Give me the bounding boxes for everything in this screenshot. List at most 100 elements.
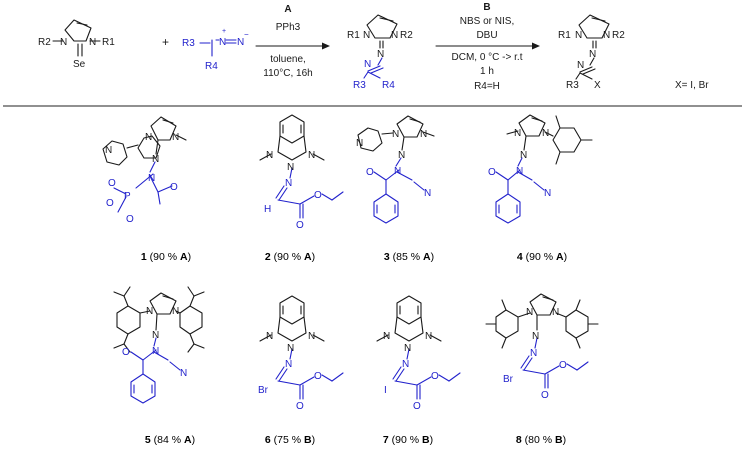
product-n1: N	[575, 30, 582, 41]
compound-6-n4: N	[285, 359, 292, 370]
compound-8-structure: N N N N Br O O	[485, 293, 599, 401]
compound-1-p: P	[124, 191, 131, 202]
compound-2-n1: N	[266, 150, 273, 161]
compound-1-o1: O	[108, 178, 116, 189]
step-b-base: DBU	[476, 30, 497, 41]
halogen-note: X= I, Br	[675, 80, 709, 91]
reagent2-r4-label: R4	[205, 61, 218, 72]
compound-8-caption: 8 (80 % B)	[516, 434, 566, 446]
compound-2-h: H	[264, 204, 271, 215]
compound-3-n-nitrile: N	[424, 188, 431, 199]
step-b-solvent: DCM, 0 °C -> r.t	[452, 52, 523, 63]
compound-1-structure: N N N N N P O O O O	[102, 116, 187, 225]
compound-4-n-nitrile: N	[544, 188, 551, 199]
compound-7-n3: N	[404, 343, 411, 354]
compound-6-n2: N	[308, 331, 315, 342]
compound-6-caption: 6 (75 % B)	[265, 434, 315, 446]
plus-sign: +	[162, 35, 169, 49]
compound-1-n-pyridine: N	[105, 145, 112, 156]
compound-7-caption: 7 (90 % B)	[383, 434, 433, 446]
compound-4-n1: N	[514, 128, 521, 139]
compound-1-n4: N	[148, 173, 155, 184]
compound-2-o1: O	[296, 220, 304, 231]
compound-2-n2: N	[308, 150, 315, 161]
compound-8-n3: N	[532, 331, 539, 342]
compound-6-structure: N N N N Br O O	[258, 295, 344, 412]
intermediate-n2: N	[391, 30, 398, 41]
product-n3: N	[589, 49, 596, 60]
compound-1-n1: N	[145, 132, 152, 143]
compound-5-structure: N N N N O N	[113, 286, 205, 404]
compound-4-n3: N	[520, 150, 527, 161]
compound-6-n1: N	[266, 331, 273, 342]
compound-3-structure: N N N N N O N	[356, 115, 435, 224]
compound-4-structure: N N N N O N	[488, 114, 593, 224]
compound-2-structure: N N N N H O O	[259, 114, 344, 231]
compound-8-o1: O	[541, 390, 549, 401]
product-x-label: X	[594, 80, 601, 91]
product-r2-label: R2	[612, 30, 625, 41]
compound-7-i: I	[384, 385, 387, 396]
compound-8-o2: O	[559, 360, 567, 371]
step-b-condition: R4=H	[474, 81, 500, 92]
compound-8-br: Br	[503, 374, 514, 385]
compound-5-n-nitrile: N	[180, 368, 187, 379]
intermediate-n1: N	[363, 30, 370, 41]
arrow-step-a: A PPh3 toluene, 110°C, 16h	[255, 4, 330, 79]
compound-1-n3: N	[152, 154, 159, 165]
reagent1-n1-label: N	[60, 37, 67, 48]
intermediate-r1-label: R1	[347, 30, 360, 41]
compound-1-o2: O	[126, 214, 134, 225]
step-a-conditions: 110°C, 16h	[263, 68, 312, 79]
diazo-reagent: R3 N + N − R4	[182, 28, 249, 72]
compound-5-n2: N	[172, 306, 179, 317]
compound-7-o1: O	[413, 401, 421, 412]
selenone-reagent: R2 N N R1 Se	[38, 19, 115, 70]
compound-7-o2: O	[431, 371, 439, 382]
intermediate-n3: N	[377, 49, 384, 60]
compound-3-n1: N	[392, 129, 399, 140]
compound-7-n4: N	[402, 359, 409, 370]
compound-1-o4: O	[170, 182, 178, 193]
intermediate-r2-label: R2	[400, 30, 413, 41]
compound-5-n4: N	[152, 346, 159, 357]
reagent2-minus-charge: −	[244, 30, 249, 39]
product-r1-label: R1	[558, 30, 571, 41]
step-a-label: A	[284, 4, 291, 15]
reagent1-n2-label: N	[89, 37, 96, 48]
compound-2-o2: O	[314, 190, 322, 201]
intermediate-r3-label: R3	[353, 80, 366, 91]
compound-7-structure: N N N N I O O	[376, 295, 461, 412]
compound-6-o1: O	[296, 401, 304, 412]
step-b-reagent: NBS or NIS,	[460, 16, 514, 27]
compound-2-n3: N	[287, 162, 294, 173]
reagent2-n-label: N	[219, 37, 226, 48]
compound-2-caption: 2 (90 % A)	[265, 251, 315, 263]
reagent2-r3-label: R3	[182, 38, 195, 49]
step-a-reagent: PPh3	[276, 22, 301, 33]
reagent2-plus-charge: +	[222, 28, 226, 35]
product-n4: N	[577, 60, 584, 71]
step-b-time: 1 h	[480, 66, 494, 77]
compound-3-n4: N	[394, 166, 401, 177]
compound-7-n1: N	[383, 331, 390, 342]
reagent1-r1-label: R1	[102, 37, 115, 48]
reagent1-r2-label: R2	[38, 37, 51, 48]
compound-8-n4: N	[530, 348, 537, 359]
compound-5-caption: 5 (84 % A)	[145, 434, 195, 446]
product-n2: N	[603, 30, 610, 41]
compound-5-n1: N	[146, 306, 153, 317]
compound-8-n1: N	[526, 307, 533, 318]
step-a-solvent: toluene,	[270, 54, 306, 65]
compound-8-n2: N	[552, 307, 559, 318]
azine-intermediate: R1 N N R2 N N R3 R4	[347, 14, 413, 91]
compound-1-o3: O	[106, 198, 114, 209]
halo-azine-product: R1 N N R2 N N R3 X	[558, 14, 625, 91]
product-r3-label: R3	[566, 80, 579, 91]
compound-3-n-pyridine: N	[356, 138, 363, 149]
compound-3-o: O	[366, 167, 374, 178]
intermediate-n4: N	[364, 59, 371, 70]
compound-3-n3: N	[398, 150, 405, 161]
step-b-label: B	[483, 2, 490, 13]
compound-1-caption: 1 (90 % A)	[141, 251, 191, 263]
